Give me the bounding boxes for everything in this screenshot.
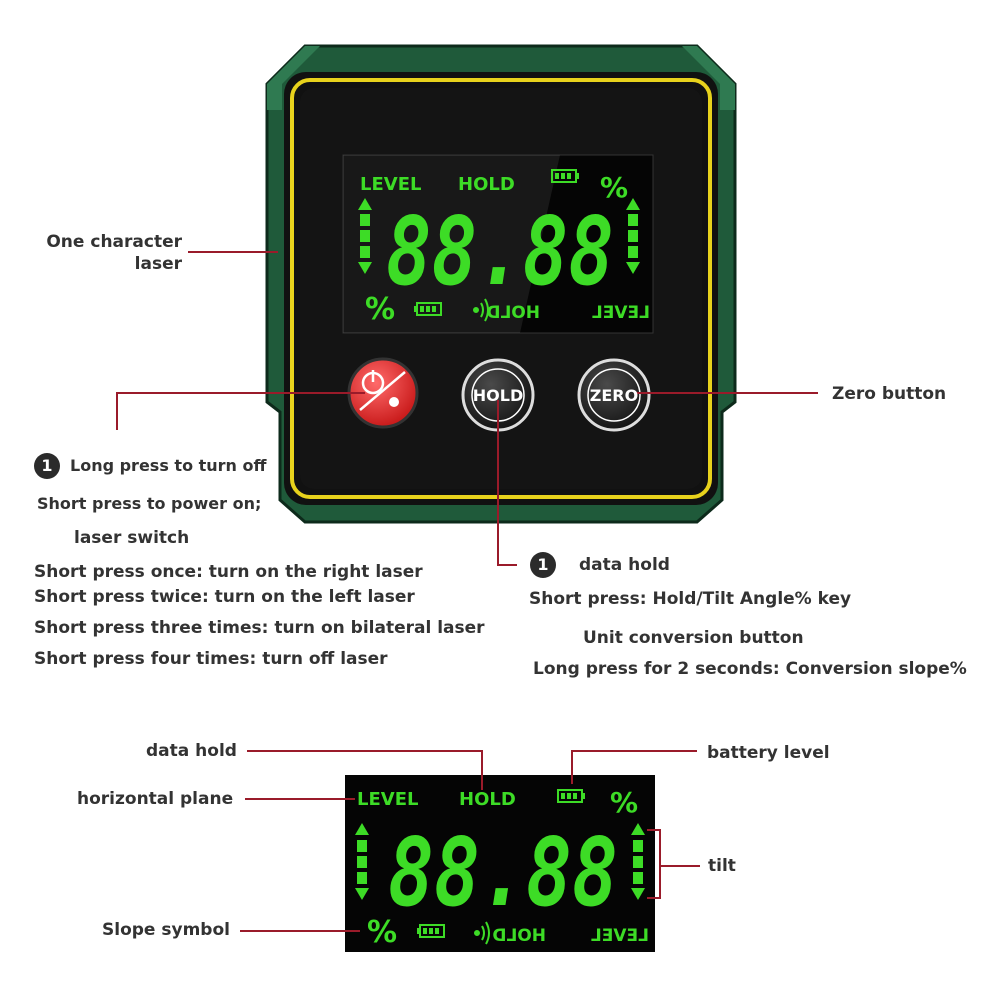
- power-twice: Short press twice: turn on the left lase…: [34, 587, 415, 607]
- device-signal-icon: [473, 298, 489, 322]
- diagram-slope-symbol: %: [367, 915, 397, 950]
- diagram-tilt-right: [631, 823, 645, 900]
- device-battery-bottom-icon: [414, 302, 442, 316]
- device-digits: 88.88: [386, 198, 614, 307]
- diagram-digits: 88.88: [388, 819, 618, 928]
- power-long-press: Long press to turn off: [70, 456, 267, 475]
- device-mirrored-hold: HOLD: [486, 303, 540, 323]
- diagram-percent-symbol: %: [610, 786, 638, 819]
- laser-callout-line1: One character: [46, 232, 182, 252]
- diagram-battery-level: battery level: [707, 743, 830, 763]
- device-mirrored-level: LEVEL: [592, 303, 650, 323]
- device-tilt-right: [626, 198, 640, 274]
- zero-button-callout: Zero button: [832, 384, 947, 404]
- diagram-hold-label: HOLD: [459, 789, 516, 810]
- diagram-signal-icon: [474, 921, 490, 945]
- device-percent-symbol: %: [600, 171, 628, 204]
- power-once: Short press once: turn on the right lase…: [34, 562, 423, 582]
- device-hold-label: HOLD: [458, 174, 515, 195]
- diagram-data-hold: data hold: [146, 741, 237, 761]
- zero-button-label: ZERO: [590, 386, 638, 405]
- hold-step-badge: 1: [530, 552, 556, 578]
- diagram-battery-icon: [557, 789, 585, 803]
- diagram-mirrored-hold: HOLD: [492, 926, 546, 946]
- power-laser-switch: laser switch: [74, 528, 190, 548]
- hold-short-press: Short press: Hold/Tilt Angle% key: [529, 589, 852, 609]
- power-step-badge: 1: [34, 453, 60, 479]
- diagram-tilt: tilt: [708, 856, 736, 876]
- power-short-press: Short press to power on;: [37, 494, 262, 513]
- device-slope-symbol: %: [365, 292, 395, 327]
- corner-bumper-tl: [267, 46, 320, 110]
- callout-lines: [116, 251, 818, 566]
- diagram-battery-bottom-icon: [417, 924, 445, 938]
- hold-unit-conversion: Unit conversion button: [583, 628, 804, 648]
- power-three: Short press three times: turn on bilater…: [34, 618, 485, 638]
- hold-long-press: Long press for 2 seconds: Conversion slo…: [533, 659, 967, 679]
- device-battery-icon: [551, 169, 579, 183]
- hold-title: data hold: [579, 555, 670, 575]
- diagram-level-label: LEVEL: [357, 789, 418, 810]
- diagram-callout-lines: [240, 750, 700, 932]
- device-tilt-left: [358, 198, 372, 274]
- device-lcd: [342, 154, 654, 334]
- corner-bumper-tr: [682, 46, 735, 110]
- yellow-trim: [290, 78, 712, 499]
- diagram-horizontal-plane: horizontal plane: [77, 789, 234, 809]
- diagram-lcd: [345, 775, 655, 952]
- diagram-mirrored-level: LEVEL: [591, 926, 649, 946]
- hold-button-label: HOLD: [473, 386, 523, 405]
- diagram-tilt-left: [355, 823, 369, 900]
- power-four: Short press four times: turn off laser: [34, 649, 388, 669]
- diagram-slope-symbol-label: Slope symbol: [102, 920, 230, 940]
- zero-button: [577, 358, 651, 432]
- device-level-label: LEVEL: [360, 174, 421, 195]
- laser-callout-line2: laser: [134, 254, 182, 274]
